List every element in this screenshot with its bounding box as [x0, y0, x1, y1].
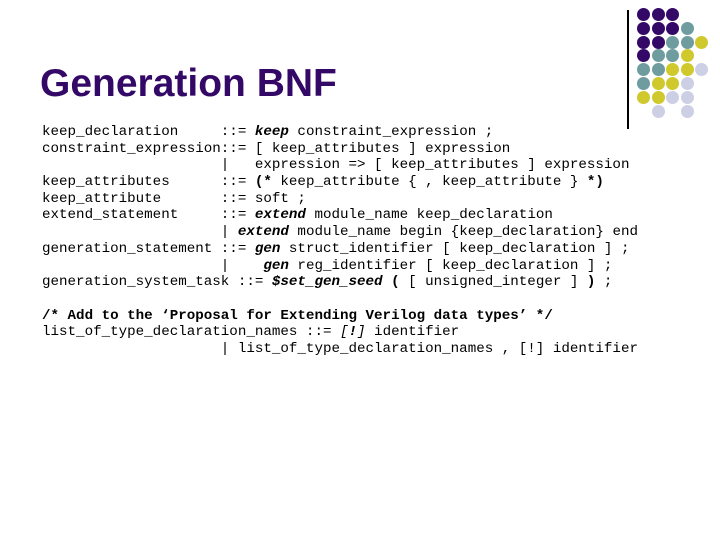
- dot: [680, 90, 694, 104]
- code-segment: | list_of_type_declaration_names , [!] i…: [42, 340, 638, 357]
- code-segment: extend: [254, 207, 306, 224]
- code-segment: $set_gen_seed: [271, 274, 383, 291]
- code-segment: constraint_expression::= [ keep_attribut…: [42, 140, 511, 157]
- dot: [666, 90, 679, 104]
- code-line: keep_declaration ::= keep constraint_exp…: [42, 124, 638, 141]
- code-segment: ): [586, 274, 596, 291]
- code-segment: (: [391, 274, 400, 291]
- code-segment: struct_identifier [ keep_declaration ] ;: [280, 240, 630, 257]
- dot: [651, 77, 665, 90]
- code-line: [42, 291, 638, 308]
- dot: [680, 63, 694, 77]
- dot: [651, 35, 665, 49]
- code-line: keep_attribute ::= soft ;: [42, 191, 638, 208]
- dot: [666, 49, 679, 63]
- dot: [680, 104, 694, 118]
- code-segment: *): [586, 174, 604, 191]
- dot: [637, 8, 650, 21]
- code-segment: module_name keep_declaration: [305, 207, 553, 224]
- dot: [637, 49, 650, 63]
- code-segment: gen: [263, 257, 289, 274]
- code-segment: [ unsigned_integer ]: [399, 274, 587, 291]
- dot: [666, 8, 679, 21]
- dot: [680, 77, 694, 90]
- code-segment: [383, 274, 392, 290]
- dot: [651, 63, 665, 77]
- dot: [680, 21, 694, 35]
- dot: [637, 35, 650, 49]
- code-line: list_of_type_declaration_names ::= [!] i…: [42, 324, 638, 341]
- code-segment: keep_declaration ::=: [42, 124, 255, 140]
- code-line: generation_system_task ::= $set_gen_seed…: [42, 274, 638, 291]
- dot: [695, 63, 708, 77]
- code-segment: extend_statement ::=: [42, 207, 255, 224]
- code-line: | list_of_type_declaration_names , [!] i…: [42, 341, 638, 358]
- code-segment: ]: [357, 324, 366, 341]
- code-segment: |: [42, 257, 264, 274]
- dot: [651, 8, 665, 21]
- dot: [666, 35, 679, 49]
- dot: [637, 90, 650, 104]
- code-segment: keep: [254, 124, 289, 140]
- code-segment: list_of_type_declaration_names ::=: [42, 324, 340, 341]
- code-segment: |: [42, 224, 238, 241]
- code-line: keep_attributes ::= (* keep_attribute { …: [42, 174, 638, 191]
- code-line: extend_statement ::= extend module_name …: [42, 207, 638, 224]
- code-segment: identifier: [365, 324, 460, 341]
- dot: [651, 49, 665, 63]
- dot: [637, 63, 650, 77]
- code-segment: generation_system_task ::=: [42, 274, 272, 291]
- dot: [666, 77, 679, 90]
- code-line: | gen reg_identifier [ keep_declaration …: [42, 258, 638, 275]
- dot: [651, 21, 665, 35]
- code-segment: (*: [254, 174, 272, 191]
- dot: [666, 21, 679, 35]
- dot: [651, 90, 665, 104]
- code-segment: constraint_expression ;: [288, 124, 494, 140]
- slide-title: Generation BNF: [40, 62, 337, 105]
- code-segment: module_name begin {keep_declaration} end: [288, 224, 638, 241]
- code-line: generation_statement ::= gen struct_iden…: [42, 241, 638, 258]
- dot: [695, 35, 708, 49]
- dot: [651, 104, 665, 118]
- code-segment: !: [348, 324, 358, 341]
- divider-line: [627, 10, 629, 129]
- code-segment: | expression => [ keep_attributes ] expr…: [42, 157, 630, 174]
- code-line: /* Add to the ‘Proposal for Extending Ve…: [42, 308, 638, 325]
- code-segment: ;: [595, 274, 613, 291]
- dot: [680, 49, 694, 63]
- code-segment: reg_identifier [ keep_declaration ] ;: [288, 257, 613, 274]
- dot: [666, 63, 679, 77]
- code-segment: extend: [237, 224, 289, 241]
- code-segment: [: [340, 324, 349, 341]
- code-segment: generation_statement ::=: [42, 240, 255, 257]
- dot-decoration: [637, 8, 717, 126]
- code-segment: keep_attributes ::=: [42, 174, 255, 191]
- bnf-code-block: keep_declaration ::= keep constraint_exp…: [42, 124, 638, 358]
- code-line: | extend module_name begin {keep_declara…: [42, 224, 638, 241]
- code-segment: keep_attribute ::= soft ;: [42, 190, 306, 207]
- dot: [637, 77, 650, 90]
- code-line: | expression => [ keep_attributes ] expr…: [42, 157, 638, 174]
- dot: [637, 21, 650, 35]
- dot: [680, 35, 694, 49]
- code-line: constraint_expression::= [ keep_attribut…: [42, 141, 638, 158]
- code-segment: /* Add to the ‘Proposal for Extending Ve…: [42, 307, 553, 324]
- code-segment: gen: [254, 240, 281, 257]
- code-segment: keep_attribute { , keep_attribute }: [271, 174, 587, 191]
